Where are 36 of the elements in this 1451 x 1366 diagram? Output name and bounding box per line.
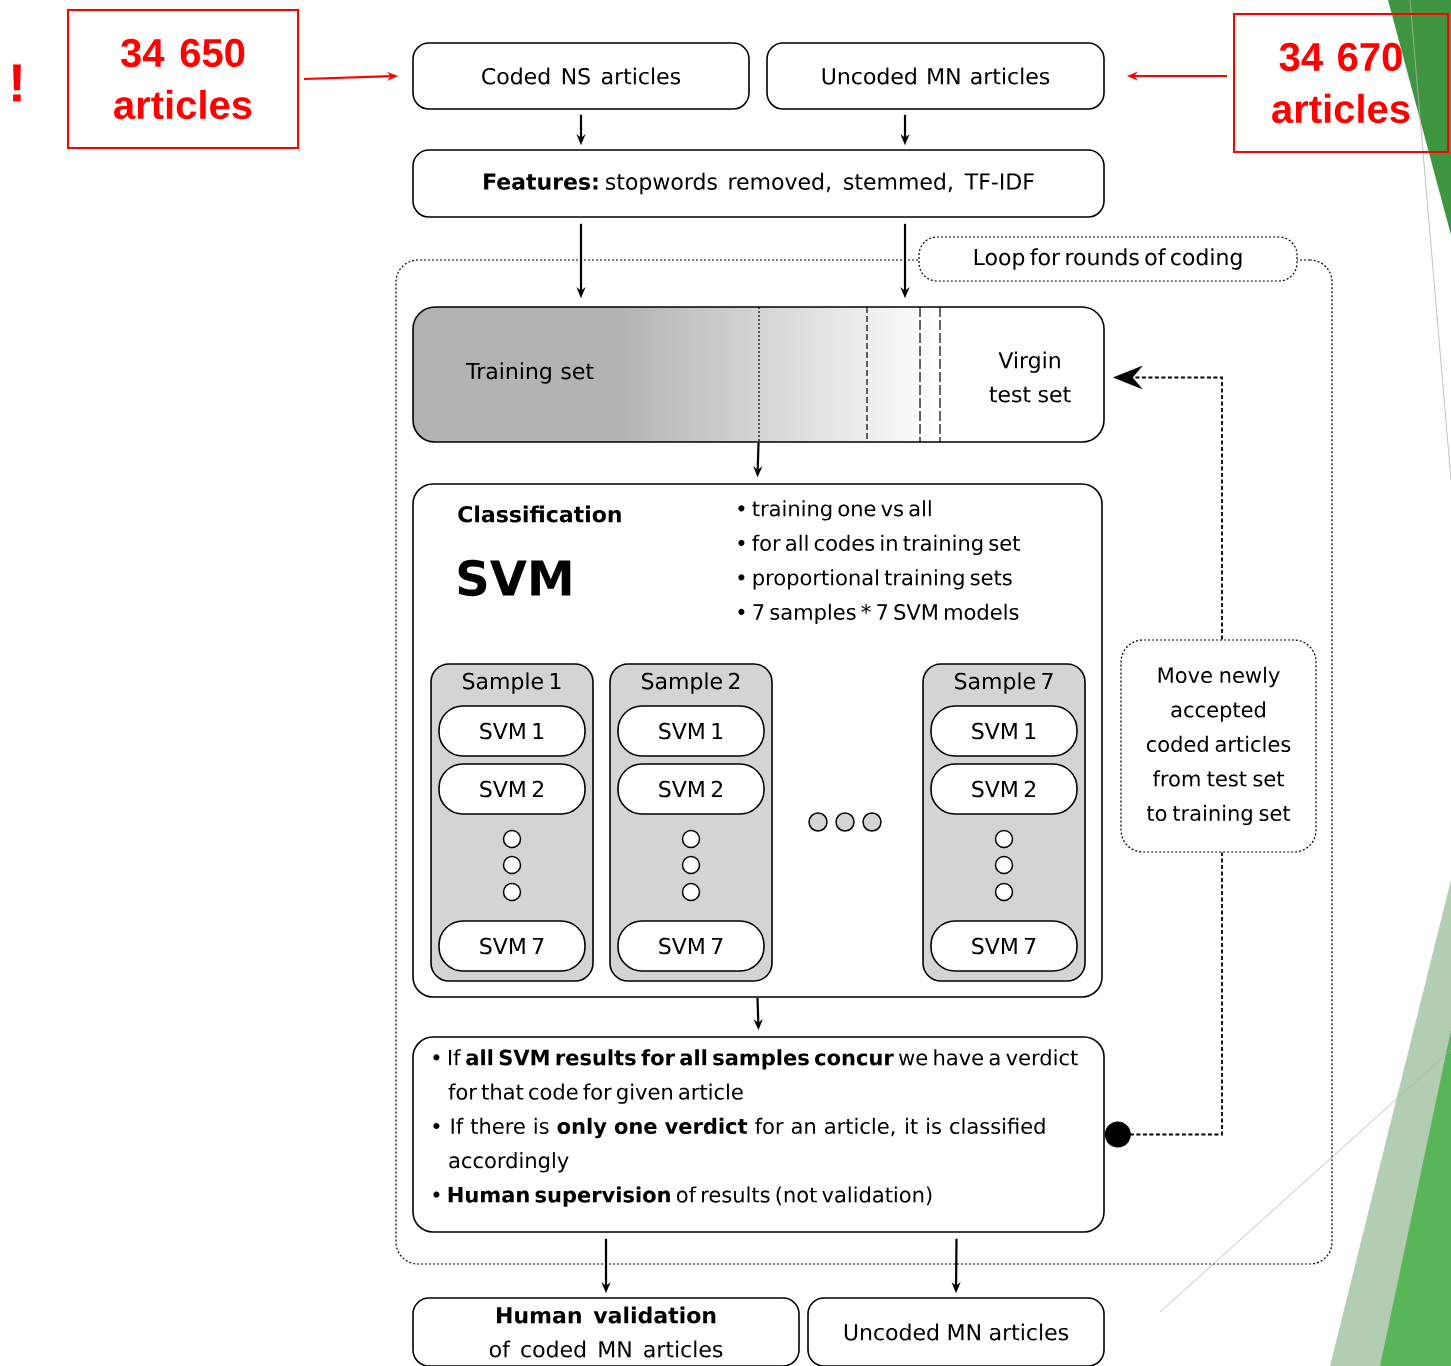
node-label: • 7 samples * 7 SVM models — [738, 603, 1019, 625]
bar-label: Virgin test set — [989, 351, 1071, 403]
exclamation-mark: ! — [13, 64, 21, 102]
bullet-list: • training one vs all • for all codes in training set • proportional training sets • 7 samples * 7 SVM models — [738, 500, 1020, 625]
results-box — [412, 1036, 1105, 1233]
count-box: 34 670 articles — [1233, 13, 1449, 153]
node-label: • training one vs all — [738, 500, 931, 521]
node-label: • Human supervision of results (not validation) — [433, 1186, 932, 1207]
model-pill: SVM 1 — [438, 705, 586, 757]
loop-label: Loop for rounds of coding — [918, 236, 1298, 282]
note-box: Move newly accepted coded articles from test set to training set — [1120, 639, 1317, 853]
model-pill: SVM 1 — [930, 705, 1078, 757]
node-label: • for all codes in training set — [738, 534, 1020, 556]
model-pill: SVM 7 — [930, 920, 1078, 972]
bullet-list: • If all SVM results for all samples concur we have a verdict for that code for given article • If there is only one verdict for an article, it is classified accordingly • Human supervision of results (not validation) — [433, 1049, 1078, 1207]
process-box: Uncoded MN articles — [766, 42, 1105, 110]
model-pill: SVM 2 — [438, 763, 586, 815]
data-split-bar — [412, 306, 1105, 443]
heading: Classification — [458, 505, 621, 523]
sample-title: Sample 2 — [642, 672, 740, 694]
method-title: SVM — [458, 559, 571, 597]
node-label: • proportional training sets — [738, 569, 1012, 590]
model-pill: SVM 2 — [617, 763, 765, 815]
sample-title: Sample 1 — [463, 672, 561, 694]
count-box: 34 650 articles ! — [13, 9, 299, 149]
model-pill: SVM 7 — [438, 920, 586, 972]
process-box: Features: stopwords removed, stemmed, TF-IDF — [412, 149, 1105, 218]
bar-label: Training set — [465, 362, 594, 384]
process-box: Coded NS articles — [412, 42, 750, 110]
sample-title: Sample 7 — [955, 672, 1053, 694]
process-box: Human validation of coded MN articles — [412, 1297, 800, 1366]
process-box: Uncoded MN articles — [807, 1297, 1105, 1366]
connector — [1104, 851, 1223, 1148]
model-pill: SVM 2 — [930, 763, 1078, 815]
model-pill: SVM 1 — [617, 705, 765, 757]
model-pill: SVM 7 — [617, 920, 765, 972]
